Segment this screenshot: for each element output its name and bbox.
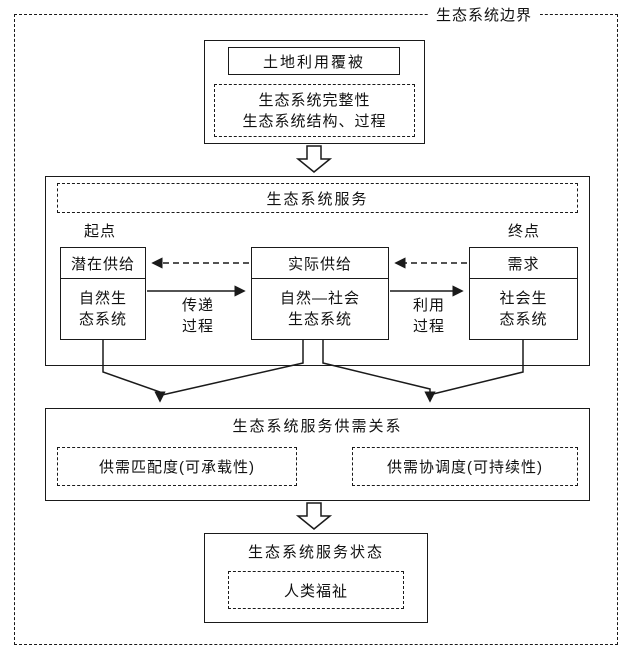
start-label: 起点: [83, 222, 116, 240]
potential-supply-box: 潜在供给 自然生 态系统: [60, 247, 146, 340]
matching-degree-box: 供需匹配度(可承载性): [57, 447, 297, 486]
integrity-line1: 生态系统完整性: [258, 91, 371, 109]
demand-title: 需求: [470, 248, 577, 279]
ecosystem-boundary-box: [14, 14, 618, 645]
ecosystem-boundary-label: 生态系统边界: [428, 4, 540, 24]
actual-supply-box: 实际供给 自然—社会 生态系统: [251, 247, 389, 340]
potential-supply-title: 潜在供给: [61, 248, 145, 279]
transfer-process-label: 传递 过程: [181, 297, 214, 335]
demand-box: 需求 社会生 态系统: [469, 247, 578, 340]
services-title-box: 生态系统服务: [57, 183, 578, 213]
actual-supply-title: 实际供给: [252, 248, 388, 279]
utilization-process-label: 利用 过程: [412, 297, 445, 335]
end-label: 终点: [507, 222, 540, 240]
demand-body: 社会生 态系统: [499, 290, 548, 328]
integrity-line2: 生态系统结构、过程: [242, 112, 387, 130]
land-use-box: 土地利用覆被: [228, 47, 400, 75]
coordination-degree-box: 供需协调度(可持续性): [352, 447, 578, 486]
status-title: 生态系统服务状态: [247, 543, 384, 561]
human-wellbeing-box: 人类福祉: [228, 571, 404, 609]
actual-supply-body: 自然—社会 生态系统: [279, 290, 360, 328]
potential-supply-body: 自然生 态系统: [78, 290, 127, 328]
integrity-box: 生态系统完整性 生态系统结构、过程: [214, 84, 415, 137]
relationship-title: 生态系统服务供需关系: [232, 417, 403, 435]
